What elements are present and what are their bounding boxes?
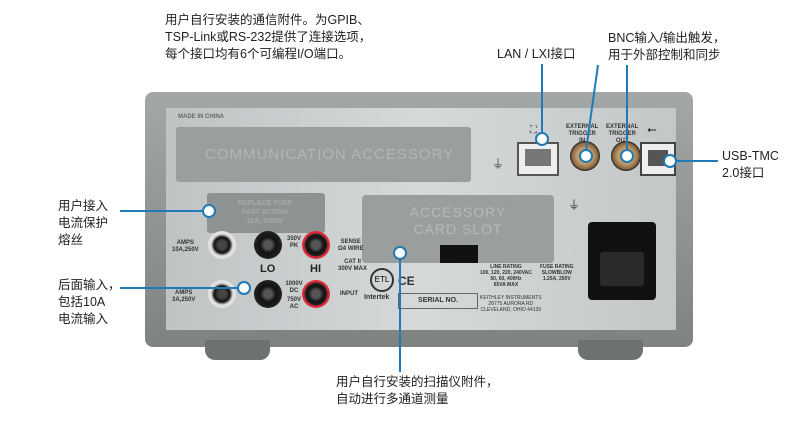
350v-label: 350V PK	[286, 236, 301, 249]
hi-label: HI	[310, 263, 321, 275]
foot-right	[578, 340, 643, 360]
foot-left	[205, 340, 270, 360]
intertek-label: Intertek	[364, 294, 390, 301]
1000v-label: 1000V DC	[285, 281, 303, 294]
ground-icon: ⏚	[492, 157, 505, 171]
annotation-scanner: 用户自行安装的扫描仪附件，自动进行多通道测量	[336, 375, 499, 406]
annotation-fuse: 用户接入电流保护熔丝	[58, 199, 109, 247]
etl-mark: ETL	[370, 268, 394, 292]
marker-bnc-in	[579, 149, 593, 163]
marker-rear-input	[237, 281, 251, 295]
hi-sense-jack[interactable]	[302, 231, 330, 259]
amps-3a-jack[interactable]	[208, 280, 236, 308]
leader-line-fuse	[120, 210, 208, 212]
marker-lan	[535, 132, 549, 146]
comm-plate-text: COMMUNICATION ACCESSORY	[205, 146, 455, 163]
amps-10a-jack[interactable]	[208, 231, 236, 259]
communication-accessory-plate	[176, 127, 471, 182]
chassis-ground-icon: ⏚	[568, 198, 581, 212]
marker-usb	[663, 154, 677, 168]
marker-fuse	[202, 204, 216, 218]
leader-line-bnc-out	[626, 65, 628, 155]
serial-box: SERIAL NO.	[398, 293, 478, 309]
usb-icon: ⭠	[647, 122, 657, 136]
network-icon: ⛶	[530, 125, 537, 136]
marker-bnc-out	[620, 149, 634, 163]
power-inlet[interactable]	[588, 222, 656, 300]
lan-port[interactable]	[517, 142, 559, 176]
annotation-communication-accessory: 用户自行安装的通信附件。为GPIB、TSP-Link或RS-232提供了连接选项…	[165, 13, 372, 61]
annotation-lan: LAN / LXI接口	[497, 47, 576, 61]
750v-label: 750V AC	[286, 297, 301, 310]
ce-mark: CE	[398, 274, 415, 288]
leader-line-rear-input	[120, 287, 242, 289]
marker-scanner	[393, 246, 407, 260]
annotation-bnc: BNC输入/输出触发，用于外部控制和同步	[608, 31, 726, 62]
input-label: INPUT	[340, 291, 358, 297]
leader-line-usb	[670, 160, 718, 162]
made-in-label: MADE IN CHINA	[178, 114, 224, 120]
lo-input-jack[interactable]	[254, 280, 282, 308]
leader-line-lan	[541, 64, 543, 138]
hi-input-jack[interactable]	[302, 280, 330, 308]
lo-label: LO	[260, 263, 276, 275]
leader-line-scanner	[399, 252, 401, 372]
lo-sense-jack[interactable]	[254, 231, 282, 259]
card-slot-connector	[440, 245, 478, 263]
fuse-plate[interactable]	[207, 193, 325, 233]
